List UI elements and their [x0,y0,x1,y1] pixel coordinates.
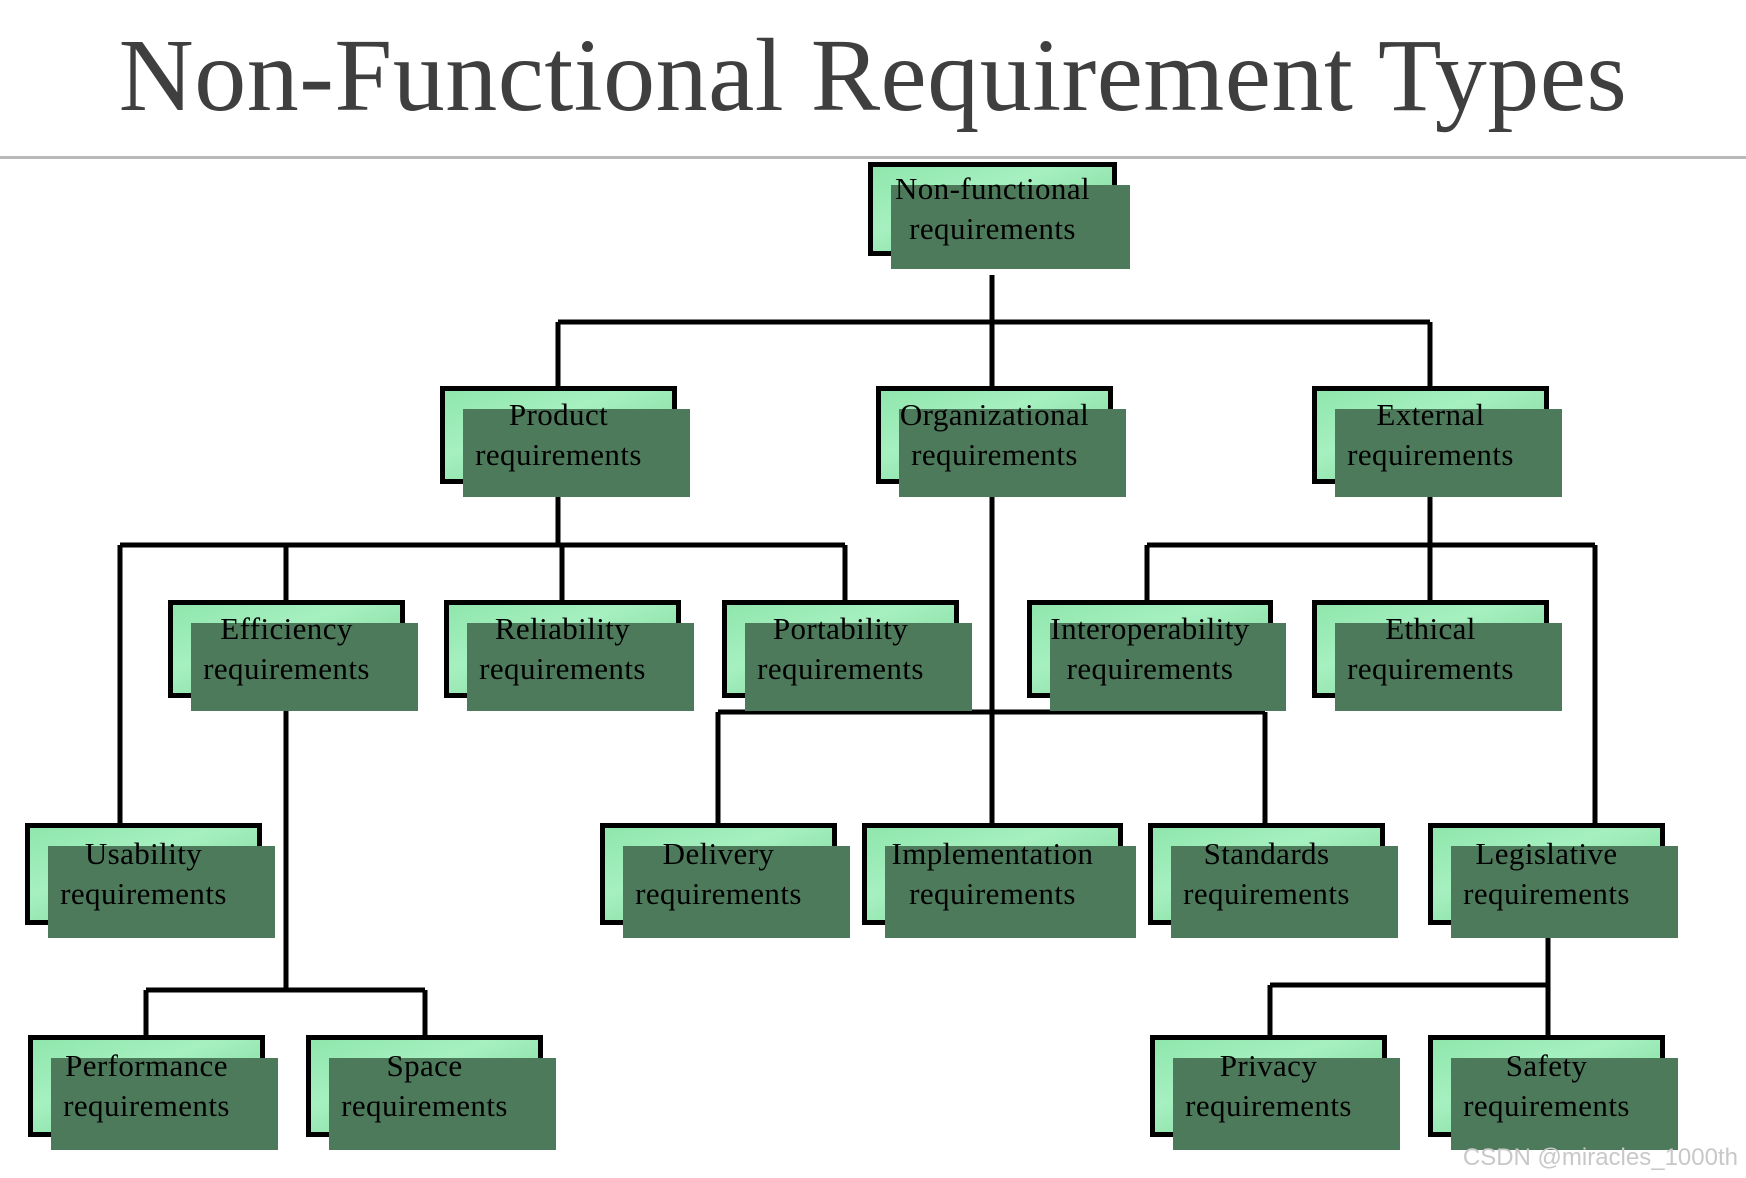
node-shadow [1171,846,1398,938]
node-label-line1: Legislative [1475,836,1618,871]
node-standards-requirements[interactable]: Standards requirements [1148,823,1398,938]
node-shadow [899,409,1126,497]
node-label-line2: requirements [479,651,646,686]
node-shadow [467,623,694,711]
node-product-requirements[interactable]: Product requirements [440,386,690,497]
node-efficiency-requirements[interactable]: Efficiency requirements [168,600,418,711]
node-shadow [623,846,850,938]
node-label-line1: Standards [1203,836,1330,871]
node-safety-requirements[interactable]: Safety requirements [1428,1035,1678,1150]
node-privacy-requirements[interactable]: Privacy requirements [1150,1035,1400,1150]
node-shadow [1335,409,1562,497]
node-interoperability-requirements[interactable]: Interoperability requirements [1027,600,1286,711]
node-label-line2: requirements [909,211,1076,246]
node-shadow [1451,846,1678,938]
node-shadow [329,1058,556,1150]
node-label-line1: Performance [65,1048,228,1083]
node-label-line2: requirements [1463,1088,1630,1123]
node-non-functional-requirements[interactable]: Non-functional requirements [868,162,1130,269]
node-label-line1: Delivery [662,836,775,871]
node-delivery-requirements[interactable]: Delivery requirements [600,823,850,938]
node-label-line2: requirements [757,651,924,686]
node-label-line1: Usability [84,836,203,871]
node-label-line1: Ethical [1385,611,1476,646]
node-label-line2: requirements [341,1088,508,1123]
node-portability-requirements[interactable]: Portability requirements [722,600,972,711]
node-label-line2: requirements [60,876,227,911]
node-label-line1: Interoperability [1050,611,1250,646]
node-shadow [745,623,972,711]
node-performance-requirements[interactable]: Performance requirements [28,1035,278,1150]
node-shadow [885,846,1136,938]
node-label-line2: requirements [1463,876,1630,911]
node-label-line2: requirements [1183,876,1350,911]
node-shadow [1050,623,1286,711]
node-label-line2: requirements [475,437,642,472]
node-shadow [51,1058,278,1150]
node-label-line1: Reliability [494,611,631,646]
node-shadow [1335,623,1562,711]
node-shadow [191,623,418,711]
node-organizational-requirements[interactable]: Organizational requirements [876,386,1126,497]
node-label-line1: Product [508,397,609,432]
node-shadow [891,185,1130,269]
node-legislative-requirements[interactable]: Legislative requirements [1428,823,1678,938]
title-divider [0,156,1746,159]
node-label-line2: requirements [203,651,370,686]
node-label-line2: requirements [635,876,802,911]
node-label-line1: Portability [772,611,909,646]
node-label-line2: requirements [1347,437,1514,472]
node-label-line1: Efficiency [220,611,353,646]
node-label-line1: External [1376,397,1485,432]
node-label-line2: requirements [909,876,1076,911]
node-reliability-requirements[interactable]: Reliability requirements [444,600,694,711]
node-label-line2: requirements [1066,651,1234,686]
node-label-line1: Space [386,1048,463,1083]
node-shadow [1451,1058,1678,1150]
node-label-line1: Safety [1505,1048,1588,1083]
node-ethical-requirements[interactable]: Ethical requirements [1312,600,1562,711]
node-label-line1: Implementation [891,836,1094,871]
node-label-line2: requirements [63,1088,230,1123]
watermark-text: CSDN @miracles_1000th [1462,1144,1738,1171]
node-label-line1: Privacy [1219,1048,1318,1083]
node-shadow [463,409,690,497]
node-shadow [1173,1058,1400,1150]
node-usability-requirements[interactable]: Usability requirements [25,823,275,938]
node-shadow [48,846,275,938]
node-implementation-requirements[interactable]: Implementation requirements [862,823,1136,938]
page-title: Non-Functional Requirement Types [118,18,1628,133]
node-label-line1: Organizational [899,397,1090,432]
node-label-line1: Non-functional [895,171,1090,206]
node-space-requirements[interactable]: Space requirements [306,1035,556,1150]
node-external-requirements[interactable]: External requirements [1312,386,1562,497]
node-label-line2: requirements [1347,651,1514,686]
node-label-line2: requirements [1185,1088,1352,1123]
node-label-line2: requirements [911,437,1078,472]
